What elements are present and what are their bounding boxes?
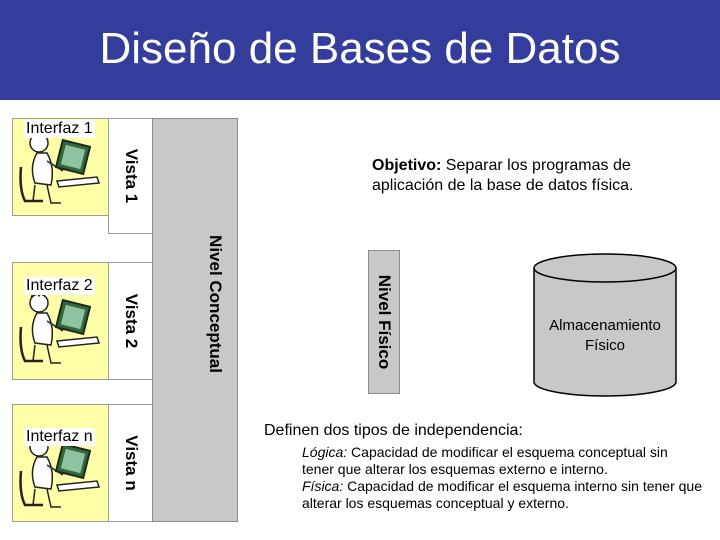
logical-term: Lógica: (302, 444, 348, 460)
database-cylinder-icon (533, 253, 677, 397)
vista-2-box: Vista 2 (108, 262, 154, 380)
person-at-computer-icon (19, 128, 101, 204)
conceptual-level-label: Nivel Conceptual (206, 234, 226, 373)
physical-text: Capacidad de modificar el esquema intern… (302, 478, 703, 511)
logical-independence: Lógica: Capacidad de modificar el esquem… (302, 444, 702, 478)
physical-independence: Física: Capacidad de modificar el esquem… (302, 478, 702, 512)
independence-body: Lógica: Capacidad de modificar el esquem… (302, 444, 702, 512)
objective-description: Separar los programas de aplicación de l… (372, 157, 634, 194)
conceptual-level-box: Nivel Conceptual (152, 118, 238, 522)
physical-term: Física: (302, 478, 344, 494)
logical-text: Capacidad de modificar el esquema concep… (302, 444, 668, 477)
vista-n-label: Vista n (122, 435, 141, 491)
interface-2-label: Interfaz 2 (24, 277, 95, 295)
interface-n-label: Interfaz n (24, 428, 95, 446)
independence-heading: Definen dos tipos de independencia: (264, 422, 523, 439)
objective-label: Objetivo: (372, 157, 442, 174)
physical-level-box: Nivel Físico (368, 250, 400, 394)
storage-label: Almacenamiento Físico (549, 317, 661, 354)
vista-n-box: Vista n (108, 404, 154, 522)
vista-1-box: Vista 1 (108, 118, 154, 234)
objective-text: Objetivo: Separar los programas de aplic… (372, 156, 692, 196)
interface-1-label: Interfaz 1 (24, 120, 95, 138)
person-at-computer-icon (19, 288, 101, 364)
page-title: Diseño de Bases de Datos (99, 24, 621, 73)
physical-level-label: Nivel Físico (375, 274, 394, 370)
title-bar: Diseño de Bases de Datos (0, 0, 720, 100)
vista-1-label: Vista 1 (122, 148, 141, 204)
interface-n-box (12, 404, 110, 522)
vista-2-label: Vista 2 (122, 293, 141, 349)
